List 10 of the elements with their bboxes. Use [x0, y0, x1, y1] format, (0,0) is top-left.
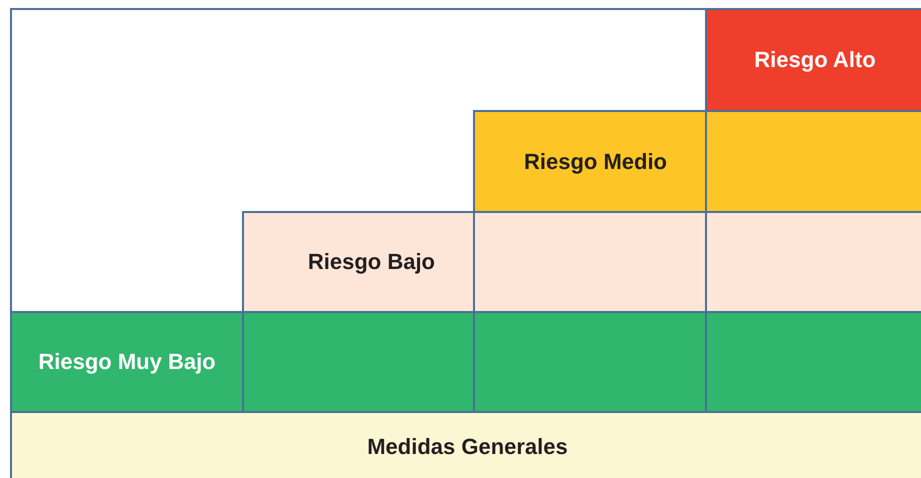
risk-level-box	[473, 110, 707, 213]
level-label: Riesgo Alto	[754, 47, 876, 73]
risk-level-box	[10, 411, 921, 478]
risk-level-box	[705, 8, 921, 112]
level-label: Riesgo Bajo	[308, 249, 435, 275]
level-label: Riesgo Medio	[524, 148, 667, 174]
level-label: Medidas Generales	[367, 434, 568, 460]
level-label: Riesgo Muy Bajo	[38, 349, 216, 375]
risk-level-box	[10, 311, 244, 413]
risk-level-box	[242, 211, 475, 313]
